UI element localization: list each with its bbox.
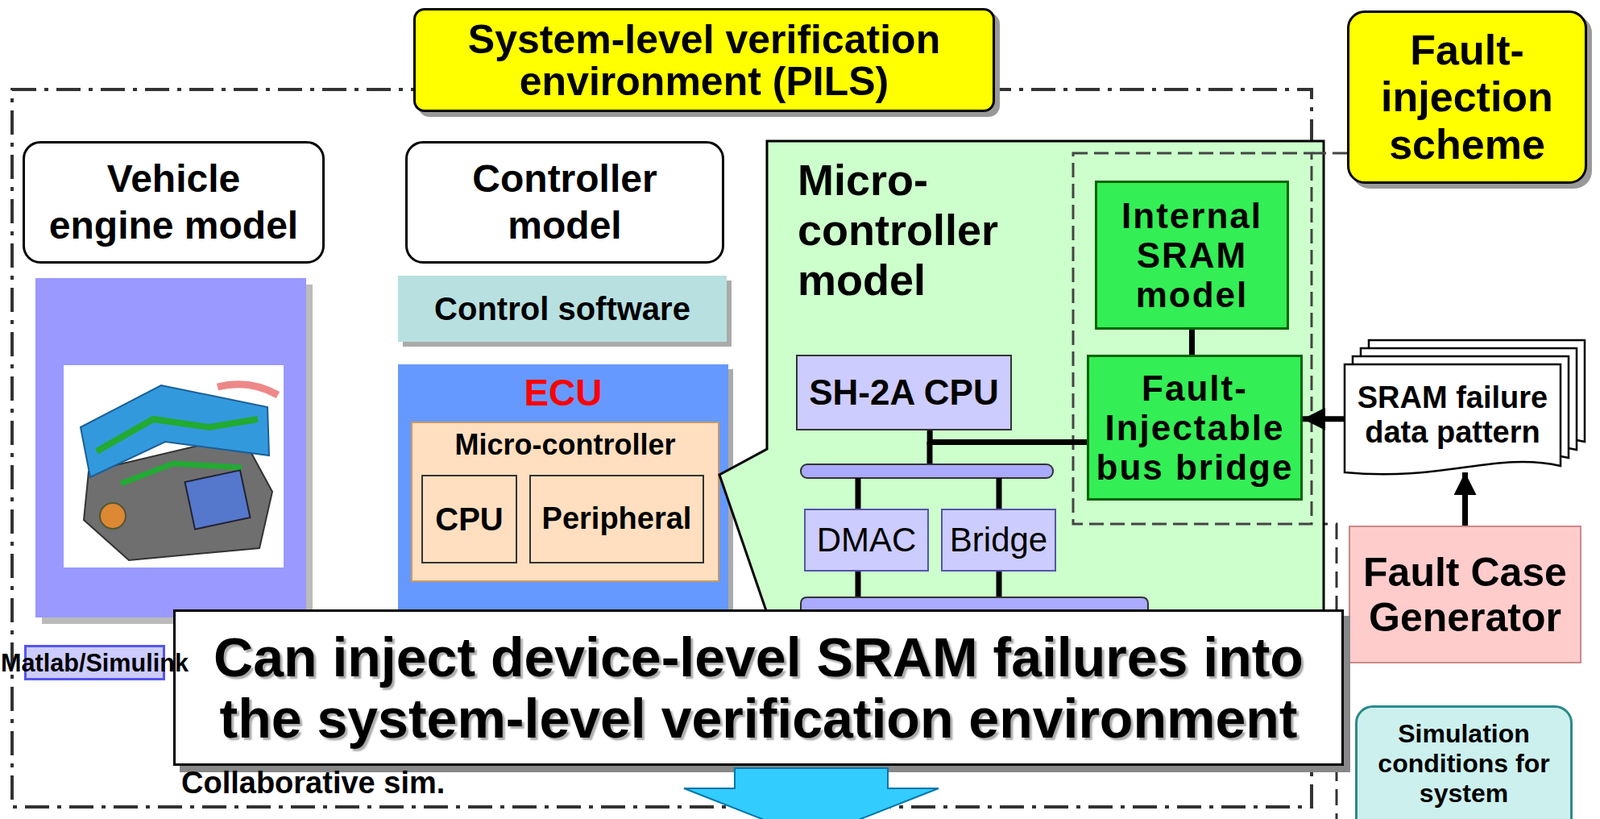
bus-stub bbox=[855, 571, 862, 598]
flow-arrow bbox=[1302, 415, 1345, 422]
node-text: ECU bbox=[523, 372, 602, 414]
model-box: Controller model bbox=[405, 140, 725, 264]
engine-head bbox=[185, 469, 251, 529]
down-arrow bbox=[683, 767, 939, 819]
node-text: Control software bbox=[434, 290, 691, 327]
bus-stub bbox=[996, 571, 1003, 598]
conditions-box: Simulation conditions for system bbox=[1355, 704, 1573, 819]
node-text: Bridge bbox=[949, 521, 1048, 559]
node-text: System-level verification environment (P… bbox=[423, 18, 985, 103]
engine-pipe bbox=[217, 384, 278, 395]
node-text: CPU bbox=[435, 501, 503, 537]
software-box: Control software bbox=[397, 275, 727, 342]
microcontroller-box: CPU Peripheral Micro-controller bbox=[410, 421, 720, 582]
fault-region-outline bbox=[1073, 153, 1312, 524]
node-text: Simulation conditions for system bbox=[1363, 718, 1564, 808]
node-text: Can inject device-level SRAM failures in… bbox=[195, 625, 1322, 749]
label-text: Collaborative sim. bbox=[181, 766, 445, 800]
node-text: Micro- controller model bbox=[797, 154, 1072, 305]
bridge-box: Fault- Injectable bus bridge bbox=[1086, 354, 1303, 501]
node-text: Controller model bbox=[427, 155, 702, 249]
peripheral-box: Peripheral bbox=[529, 474, 705, 564]
scheme-box: Fault- injection scheme bbox=[1347, 10, 1588, 184]
bus-stub bbox=[927, 441, 933, 465]
node-text: Fault- injection scheme bbox=[1355, 26, 1579, 168]
engine-picture-ground bbox=[63, 364, 284, 568]
flow-arrow bbox=[1462, 472, 1468, 526]
model-box: Vehicle engine model bbox=[22, 140, 325, 264]
bus-stub bbox=[996, 477, 1003, 509]
bus-line bbox=[1189, 329, 1195, 355]
cpu-box: SH-2A CPU bbox=[795, 354, 1012, 431]
tool-box: Matlab/Simulink bbox=[24, 644, 166, 680]
title-box: System-level verification environment (P… bbox=[413, 8, 995, 112]
bus-stub bbox=[855, 477, 862, 509]
peripheral-bus bbox=[800, 596, 1149, 610]
node-text: Internal SRAM model bbox=[1103, 195, 1281, 316]
node-text: Fault Case Generator bbox=[1358, 549, 1572, 640]
cpu-box: CPU bbox=[421, 474, 518, 564]
node-text: SRAM failure data pattern bbox=[1352, 380, 1553, 449]
ecu-box: CPU Peripheral Micro-controller ECU bbox=[397, 364, 729, 623]
document-page bbox=[1344, 364, 1561, 474]
node-text: Micro-controller bbox=[454, 427, 676, 461]
node-text: Matlab/Simulink bbox=[0, 648, 189, 676]
node-text: Peripheral bbox=[542, 501, 693, 536]
sram-box: Internal SRAM model bbox=[1094, 180, 1290, 330]
node-text: DMAC bbox=[816, 521, 917, 559]
bus-line bbox=[929, 430, 1087, 443]
dashed-link bbox=[1311, 152, 1348, 155]
node-text: Vehicle engine model bbox=[45, 155, 303, 249]
message-banner: Can inject device-level SRAM failures in… bbox=[173, 609, 1344, 766]
engine-panel bbox=[35, 277, 307, 618]
label-holder: Collaborative sim. bbox=[181, 766, 445, 800]
generator-box: Fault Case Generator bbox=[1348, 525, 1582, 664]
engine-pipe bbox=[96, 418, 258, 452]
bridge-box: Bridge bbox=[940, 508, 1057, 572]
engine-pulley bbox=[99, 502, 126, 529]
dmac-box: DMAC bbox=[804, 508, 929, 572]
node-text: SH-2A CPU bbox=[808, 373, 999, 412]
data-document: SRAM failure data pattern bbox=[1344, 364, 1561, 477]
system-bus bbox=[800, 464, 1053, 478]
node-text: Fault- Injectable bus bridge bbox=[1094, 368, 1296, 488]
